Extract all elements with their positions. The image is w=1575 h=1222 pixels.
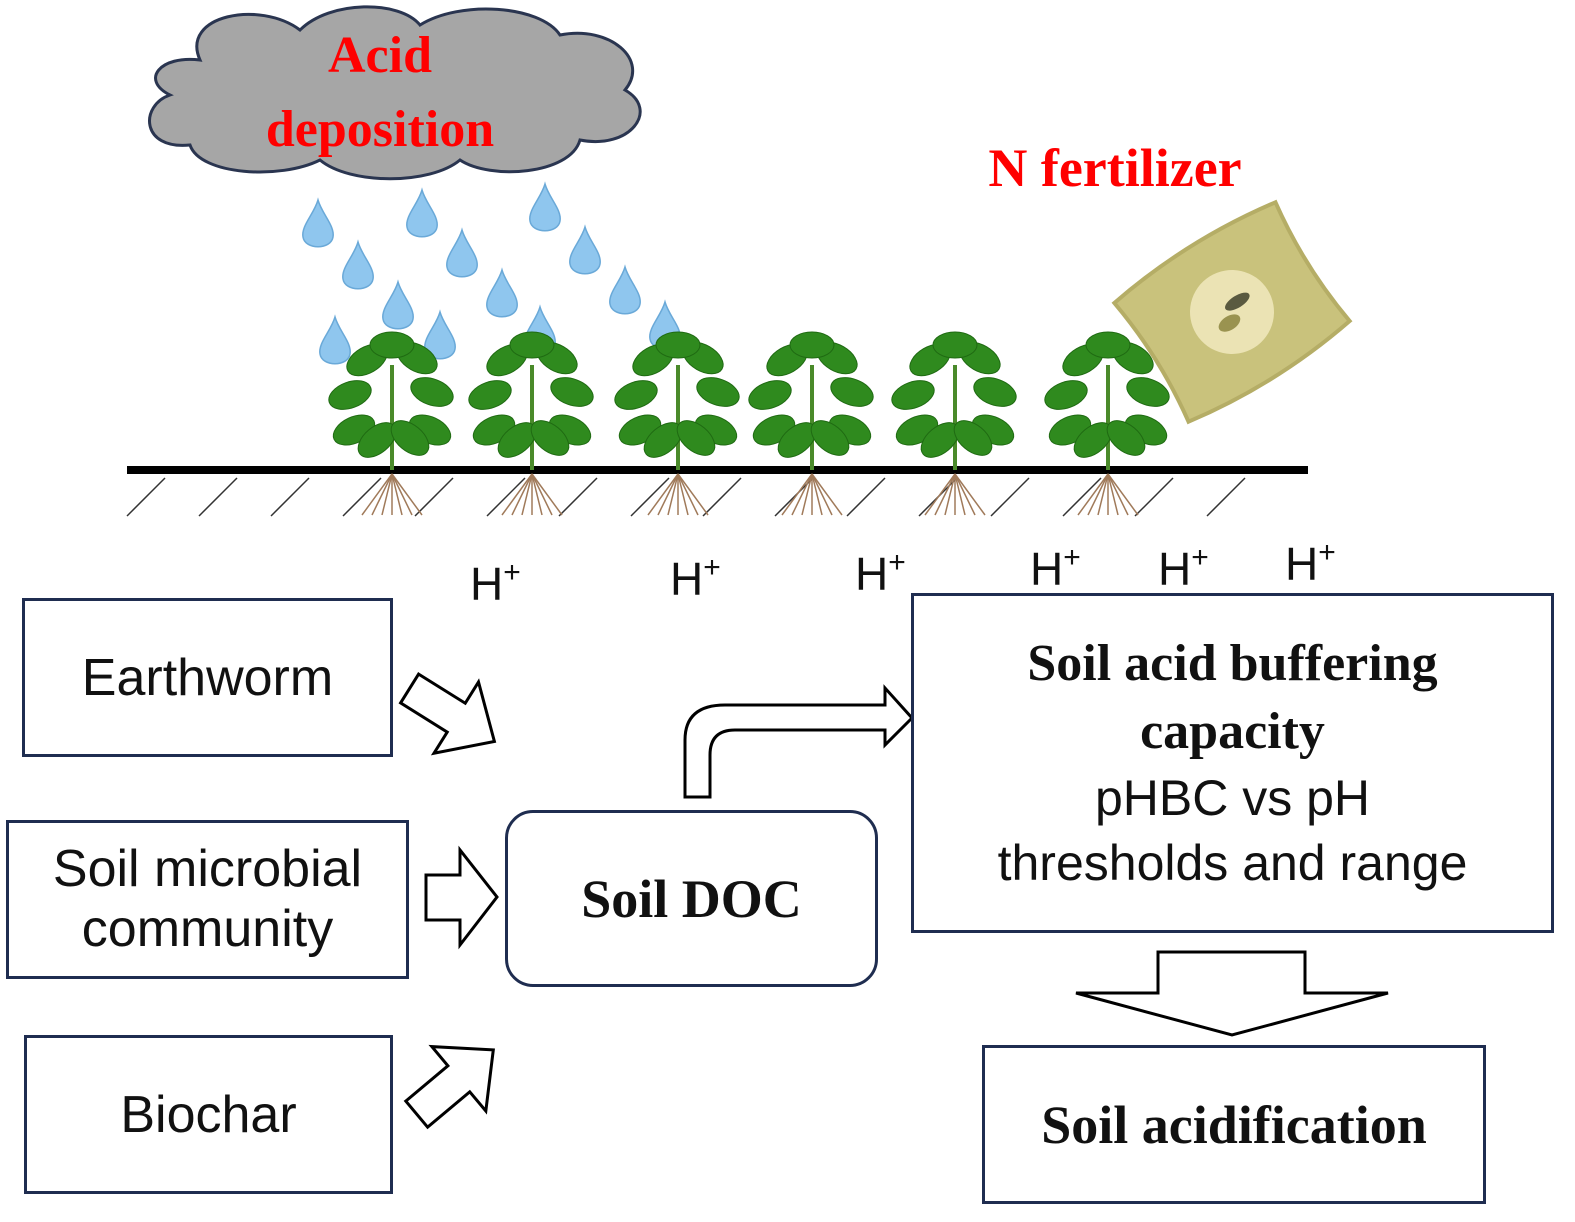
arrow-biochar-to-doc xyxy=(403,1044,495,1130)
arrow-doc-to-buffering xyxy=(683,684,915,799)
raindrop-icon xyxy=(446,227,478,278)
raindrop-icon xyxy=(382,279,414,330)
microbial-label-line1: Soil microbial xyxy=(52,839,363,898)
buffering-sub-line2: thresholds and range xyxy=(997,834,1468,891)
plants xyxy=(328,331,1170,516)
proton-label: H+ xyxy=(1030,541,1081,595)
hatch-line xyxy=(846,477,886,517)
biochar-box: Biochar xyxy=(24,1035,393,1194)
proton-label: H+ xyxy=(1285,536,1336,590)
microbial-label-line2: community xyxy=(81,899,334,958)
earthworm-box: Earthworm xyxy=(22,598,393,757)
proton-labels: H+ H+ H+ H+ H+ H+ xyxy=(470,536,1336,610)
plant-icon xyxy=(328,331,454,516)
raindrop-icon xyxy=(302,197,334,248)
ground-line xyxy=(127,466,1308,474)
raindrops xyxy=(302,181,681,365)
soil-acidification-box: Soil acidification xyxy=(982,1045,1486,1204)
hatch-line xyxy=(270,477,310,517)
hatch-line xyxy=(1062,477,1102,517)
arrow-buffering-to-acidification xyxy=(1075,950,1389,1037)
hatch-line xyxy=(630,477,670,517)
buffering-capacity-box: Soil acid buffering capacity pHBC vs pH … xyxy=(911,593,1554,933)
cloud-label-line2: deposition xyxy=(266,101,494,158)
hatch-line xyxy=(1134,477,1174,517)
ground-hatching xyxy=(126,477,1246,517)
plant-icon xyxy=(1044,331,1170,516)
biochar-label: Biochar xyxy=(120,1085,297,1144)
arrow-earthworm-to-doc xyxy=(398,672,497,756)
hatch-line xyxy=(990,477,1030,517)
proton-label: H+ xyxy=(470,556,521,610)
buffering-title-line2: capacity xyxy=(1140,703,1325,760)
soil-doc-label: Soil DOC xyxy=(581,868,802,929)
hatch-line xyxy=(486,477,526,517)
buffering-title-line1: Soil acid buffering xyxy=(1027,635,1438,693)
proton-label: H+ xyxy=(670,551,721,605)
hatch-line xyxy=(702,477,742,517)
plant-icon xyxy=(891,331,1017,516)
plant-icon xyxy=(748,331,874,516)
hatch-line xyxy=(558,477,598,517)
arrow-microbial-to-doc xyxy=(424,845,499,950)
earthworm-label: Earthworm xyxy=(81,648,334,707)
plant-icon xyxy=(614,331,740,516)
soil-acidification-label: Soil acidification xyxy=(1041,1094,1427,1155)
raindrop-icon xyxy=(406,187,438,238)
soil-doc-box: Soil DOC xyxy=(505,810,878,987)
raindrop-icon xyxy=(569,224,601,275)
raindrop-icon xyxy=(319,314,351,365)
hatch-line xyxy=(198,477,238,517)
hatch-line xyxy=(342,477,382,517)
hatch-line xyxy=(126,477,166,517)
raindrop-icon xyxy=(342,239,374,290)
proton-label: H+ xyxy=(855,546,906,600)
proton-label: H+ xyxy=(1158,541,1209,595)
raindrop-icon xyxy=(486,267,518,318)
fertilizer-label: N fertilizer xyxy=(988,138,1241,198)
hatch-line xyxy=(414,477,454,517)
cloud-label-line1: Acid xyxy=(328,27,432,84)
raindrop-icon xyxy=(529,181,561,232)
raindrop-icon xyxy=(609,264,641,315)
hatch-line xyxy=(1206,477,1246,517)
buffering-sub-line1: pHBC vs pH xyxy=(1094,769,1371,826)
raindrop-icon xyxy=(424,309,456,360)
microbial-community-box: Soil microbial community xyxy=(6,820,409,979)
plant-icon xyxy=(468,331,594,516)
cloud-icon xyxy=(148,5,642,181)
fertilizer-bag-icon xyxy=(1111,199,1353,425)
